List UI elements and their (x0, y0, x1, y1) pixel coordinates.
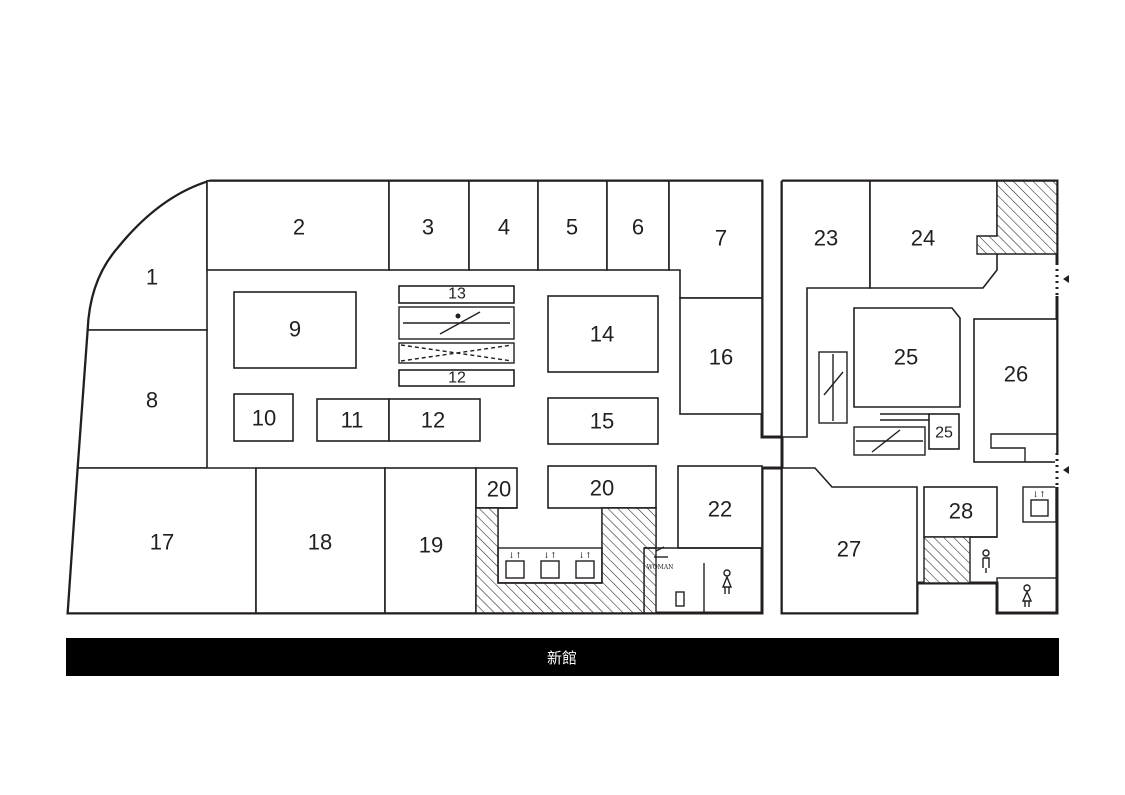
service-hatch-24 (976, 180, 1058, 255)
unit-5[interactable] (537, 180, 608, 271)
elevator-hall (497, 547, 603, 584)
entrance-arrow-1-icon (1063, 275, 1069, 283)
unit-12a[interactable] (388, 398, 481, 442)
mens-restroom-icon (982, 549, 990, 573)
svg-text:↓↑: ↓↑ (578, 551, 591, 560)
unit-24[interactable] (869, 180, 998, 289)
service-hatch-28 (923, 536, 971, 584)
unit-17[interactable] (67, 467, 257, 614)
unit-3[interactable] (388, 180, 470, 271)
escalator-up (398, 306, 515, 340)
escalator-icon-vertical (823, 371, 844, 396)
unit-8[interactable] (77, 329, 208, 469)
elevator-icon-3: ↓↑ (575, 551, 595, 579)
unit-26[interactable] (973, 318, 1058, 463)
unit-19[interactable] (384, 467, 477, 614)
unit-27[interactable] (781, 467, 918, 614)
elevator-icon-1: ↓↑ (505, 551, 525, 579)
unit-16[interactable] (679, 297, 763, 415)
void-cross-2 (400, 344, 513, 362)
void-area (398, 342, 515, 364)
svg-text:↓↑: ↓↑ (508, 551, 521, 560)
powder-room-icon (675, 591, 685, 607)
unit-9[interactable] (233, 291, 357, 369)
unit-10[interactable] (233, 393, 294, 442)
unit-26-notch (990, 433, 1057, 462)
elevator-right (1022, 486, 1057, 523)
elevator-icon-right: ↓↑ (1030, 490, 1049, 517)
smoking-icon (654, 546, 668, 558)
unit-25a[interactable] (853, 307, 961, 408)
escalator-right-vertical (818, 351, 848, 424)
unit-7[interactable] (668, 180, 763, 299)
womens-restroom-icon (721, 569, 733, 594)
svg-text:↓↑: ↓↑ (1032, 490, 1045, 499)
unit-28[interactable] (923, 486, 998, 538)
unit-1[interactable] (87, 180, 211, 331)
unit-11[interactable] (316, 398, 390, 442)
unit-15[interactable] (547, 397, 659, 445)
womens-restroom-label: WOMAN (647, 564, 674, 571)
service-core-right (475, 507, 657, 614)
unit-22[interactable] (677, 465, 763, 549)
unit-25b[interactable] (928, 413, 960, 450)
womens-restroom-icon-right (1021, 584, 1033, 607)
unit-14[interactable] (547, 295, 659, 373)
escalator-icon-right (871, 429, 901, 453)
new-building-banner (66, 638, 1059, 676)
new-building-label: 新館 (547, 649, 577, 667)
escalator-icon (439, 311, 481, 335)
unit-20b[interactable] (547, 465, 657, 509)
restroom-right (996, 577, 1058, 614)
unit-2[interactable] (206, 180, 390, 271)
unit-18[interactable] (255, 467, 386, 614)
unit-6[interactable] (606, 180, 670, 271)
unit-13[interactable] (398, 285, 515, 304)
entrance-arrow-2-icon (1063, 466, 1069, 474)
elevator-icon-2: ↓↑ (540, 551, 560, 579)
escalator-person-icon (455, 313, 461, 319)
svg-text:↓↑: ↓↑ (543, 551, 556, 560)
unit-20a[interactable] (475, 467, 518, 509)
unit-12b[interactable] (398, 369, 515, 387)
escalator-right-horizontal (853, 426, 926, 456)
unit-4[interactable] (468, 180, 539, 271)
